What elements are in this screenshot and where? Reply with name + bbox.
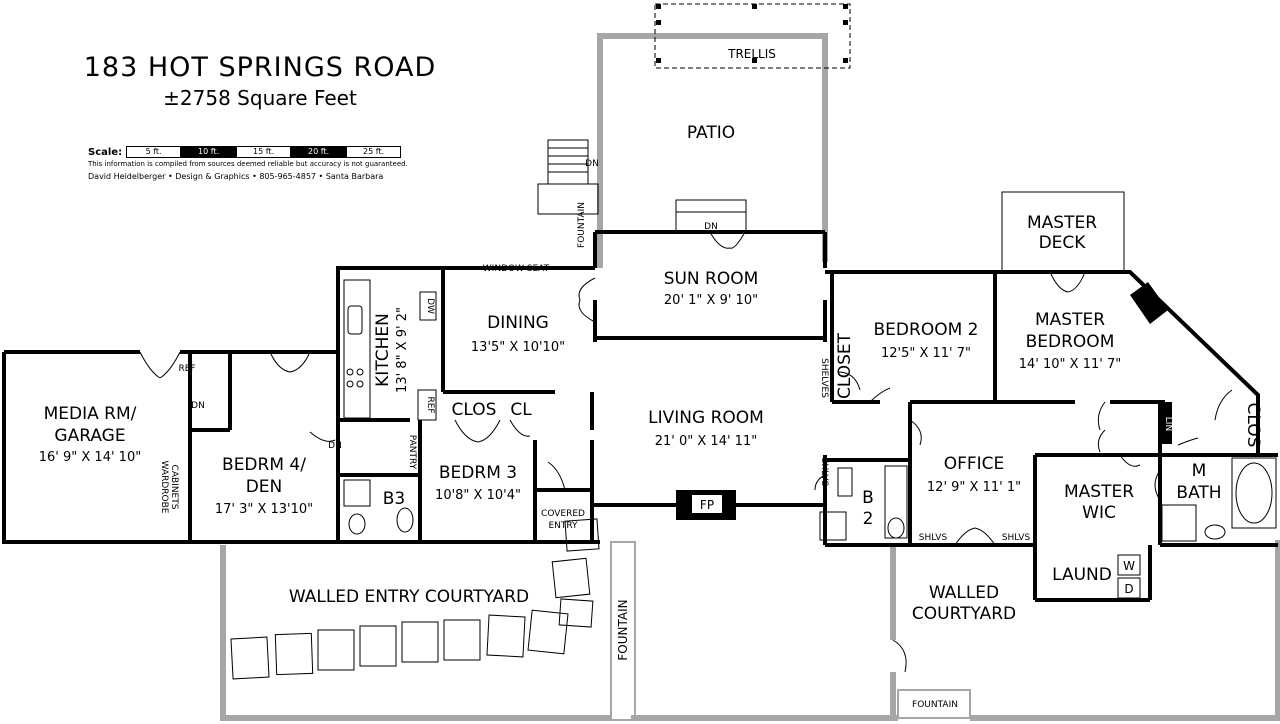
closet-label: CLOSET xyxy=(835,332,855,399)
scale-mark: 15 ft. xyxy=(236,146,292,158)
dn-garage: DN xyxy=(191,401,205,411)
covered-entry-line1: COVERED xyxy=(541,509,585,519)
scale-mark: 10 ft. xyxy=(181,146,237,158)
square-feet: ±2758 Square Feet xyxy=(163,86,357,110)
kitchen-fixtures xyxy=(343,279,437,421)
master-bedroom-line2: BEDROOM xyxy=(1026,332,1115,352)
walled-courtyard-line2: COURTYARD xyxy=(912,604,1016,624)
living-fp-label: FP xyxy=(700,498,714,512)
bedrm4-dim: 17' 3" X 13'10" xyxy=(215,502,313,517)
fountain-entry: FOUNTAIN xyxy=(616,599,630,660)
bedrm4-line2: DEN xyxy=(246,477,283,497)
fountain-structures xyxy=(610,541,971,721)
dryer-label: D xyxy=(1124,582,1133,596)
bedroom2-dim: 12'5" X 11' 7" xyxy=(881,346,971,361)
bath2-line2: 2 xyxy=(863,509,874,529)
fountain-patio: FOUNTAIN xyxy=(577,202,587,248)
walled-entry-label: WALLED ENTRY COURTYARD xyxy=(289,587,529,607)
dn-sunroom: DN xyxy=(704,222,718,232)
m-bath-line1: M xyxy=(1192,461,1207,481)
bath3-label: B3 xyxy=(383,489,405,509)
cabinets-line2: WARDROBE xyxy=(159,461,169,514)
pantry-label: PANTRY xyxy=(407,435,417,470)
master-wic-line1: MASTER xyxy=(1064,482,1134,502)
living-room-dim: 21' 0" X 14' 11" xyxy=(655,434,757,449)
cabinets-line1: CABINETS xyxy=(169,465,179,510)
scale-mark: 25 ft. xyxy=(346,146,402,158)
kitchen-label: KITCHEN xyxy=(373,313,393,387)
dining-dim: 13'5" X 10'10" xyxy=(471,340,565,355)
shlvs-office-left: SHLVS xyxy=(919,533,948,543)
fountain-courtyard: FOUNTAIN xyxy=(912,700,958,710)
master-wic-line2: WIC xyxy=(1082,503,1116,523)
master-bedroom-dim: 14' 10" X 11' 7" xyxy=(1019,357,1121,372)
bedroom2-label: BEDROOM 2 xyxy=(874,320,979,340)
bath2-line1: B xyxy=(862,488,874,508)
kitchen-dim: 13' 8" X 9' 2" xyxy=(395,307,410,393)
media-line1: MEDIA RM/ xyxy=(44,404,137,424)
courtyard-walls xyxy=(220,33,1280,721)
master-bedroom-line1: MASTER xyxy=(1035,310,1105,330)
cl-label: CL xyxy=(510,400,532,420)
shlvs-bath2: SHLVS xyxy=(819,458,829,487)
ref-kitchen: REF xyxy=(425,396,435,413)
clos-right-label: CLOS xyxy=(1243,403,1263,448)
header: 183 HOT SPRINGS ROAD ±2758 Square Feet xyxy=(40,52,480,112)
master-deck-line2: DECK xyxy=(1039,233,1087,253)
dn-stairs-left: DN xyxy=(585,159,599,169)
window-seat-label: WINDOW SEAT xyxy=(483,264,550,274)
sun-room-dim: 20' 1" X 9' 10" xyxy=(664,293,758,308)
shelves-label: SHELVES xyxy=(819,358,829,398)
scale-mark: 5 ft. xyxy=(126,146,182,158)
courtyard-pavers xyxy=(230,518,600,680)
bath-fixtures xyxy=(343,457,1277,599)
clos-label: CLOS xyxy=(452,400,497,420)
scale-mark: 20 ft. xyxy=(291,146,347,158)
door-swings xyxy=(139,231,1233,673)
washer-label: W xyxy=(1123,559,1135,573)
lin-label: LIN xyxy=(1163,417,1173,431)
scale-label: Scale: xyxy=(88,146,123,158)
laund-label: LAUND xyxy=(1052,565,1112,585)
master-deck-line1: MASTER xyxy=(1027,213,1097,233)
office-dim: 12' 9" X 11' 1" xyxy=(927,480,1021,495)
disclaimer: This information is compiled from source… xyxy=(88,160,408,168)
dw-label: DW xyxy=(425,298,435,314)
shlvs-office-right: SHLVS xyxy=(1002,533,1031,543)
trellis-posts xyxy=(656,4,848,63)
linen-closet xyxy=(1158,402,1172,444)
property-title: 183 HOT SPRINGS ROAD xyxy=(83,52,437,83)
bedrm4-line1: BEDRM 4/ xyxy=(222,455,306,475)
covered-entry-line2: ENTRY xyxy=(548,521,578,531)
ref-garage: REF xyxy=(178,364,195,374)
office-label: OFFICE xyxy=(944,454,1005,474)
scale-bar: Scale: 5 ft. 10 ft. 15 ft. 20 ft. 25 ft. xyxy=(88,146,402,158)
master-fireplace xyxy=(1130,282,1168,324)
patio-label: PATIO xyxy=(687,123,735,143)
credit-line: David Heidelberger • Design & Graphics •… xyxy=(88,172,384,181)
sun-room-label: SUN ROOM xyxy=(664,269,759,289)
media-line2: GARAGE xyxy=(54,426,125,446)
bedrm3-label: BEDRM 3 xyxy=(439,463,517,483)
walled-courtyard-line1: WALLED xyxy=(929,583,999,603)
stairs-left xyxy=(537,139,599,215)
dn-bedrm4: DN xyxy=(328,441,342,451)
building-walls xyxy=(2,230,1278,602)
trellis-label: TRELLIS xyxy=(727,47,776,61)
dining-label: DINING xyxy=(487,313,549,333)
media-dim: 16' 9" X 14' 10" xyxy=(39,450,141,465)
living-room-label: LIVING ROOM xyxy=(648,408,764,428)
m-bath-line2: BATH xyxy=(1176,483,1221,503)
bedrm3-dim: 10'8" X 10'4" xyxy=(435,488,521,503)
